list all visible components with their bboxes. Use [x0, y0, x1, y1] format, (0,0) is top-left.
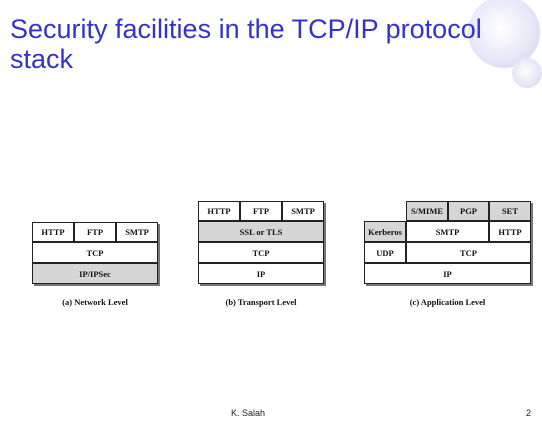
ssl-tls-cell: SSL or TLS [198, 221, 324, 242]
ip-cell: IP [198, 263, 324, 284]
footer-author: K. Salah [231, 408, 266, 418]
footer-page-number: 2 [526, 408, 532, 418]
pgp-cell: PGP [448, 201, 489, 221]
ftp-cell: FTP [74, 222, 116, 242]
tcp-cell: TCP [32, 242, 158, 263]
smime-cell: S/MIME [406, 201, 448, 221]
smtp-cell: SMTP [116, 222, 158, 242]
decorative-circle-large [468, 0, 540, 68]
http-cell: HTTP [32, 222, 74, 242]
network-level-caption: (a) Network Level [62, 297, 128, 307]
smtp-cell: SMTP [282, 201, 324, 221]
smtp-cell: SMTP [406, 221, 489, 242]
decorative-circle-small [512, 58, 542, 88]
tcp-cell: TCP [198, 242, 324, 263]
application-level-caption: (c) Application Level [409, 297, 486, 307]
http-cell: HTTP [198, 201, 240, 221]
transport-level-caption: (b) Transport Level [225, 297, 297, 307]
udp-cell: UDP [364, 242, 406, 263]
http-cell: HTTP [489, 221, 531, 242]
kerberos-cell: Kerberos [364, 221, 406, 242]
ftp-cell: FTP [240, 201, 282, 221]
ip-cell: IP [364, 263, 531, 284]
slide-title: Security facilities in the TCP/IP protoc… [10, 14, 482, 74]
set-cell: SET [489, 201, 531, 221]
tcp-cell: TCP [406, 242, 531, 263]
ip-ipsec-cell: IP/IPSec [32, 263, 158, 284]
